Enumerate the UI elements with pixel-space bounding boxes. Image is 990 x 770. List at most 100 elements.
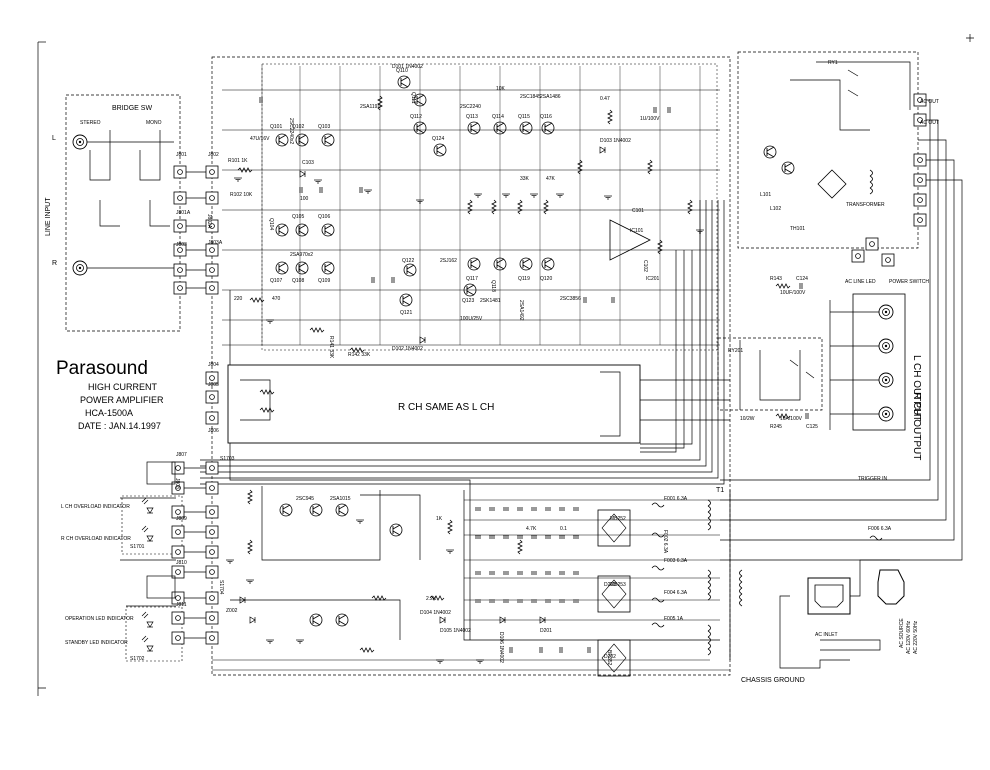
transistor-symbol: [541, 121, 555, 135]
filter-capacitor: [530, 571, 538, 575]
r-ch-same-label: R CH SAME AS L CH: [398, 402, 494, 413]
component-label: MB253: [610, 582, 626, 588]
transistor-symbol: [309, 613, 323, 627]
output-jack: [878, 372, 894, 388]
component-label: RY201: [728, 348, 743, 354]
component-label: D106 1N4002: [498, 632, 504, 663]
component-label: F004 6.3A: [664, 590, 688, 596]
filter-capacitor: [572, 535, 580, 539]
component-label: Q103: [318, 124, 330, 130]
transistor-symbol: [295, 133, 309, 147]
led-symbol: [146, 535, 154, 542]
component-label: Q104: [268, 218, 274, 230]
transistor-symbol: [309, 503, 323, 517]
ground-symbol: [225, 559, 235, 564]
component-label: J804: [208, 362, 219, 368]
connector-terminal: [205, 545, 219, 559]
value-label: 1U/100V: [640, 116, 660, 122]
component-label: F006 6.3A: [868, 526, 892, 532]
filter-capacitor: [544, 599, 552, 603]
component-label: R245: [770, 424, 782, 430]
ac-line-led-label: AC LINE LED: [845, 279, 876, 285]
diode-symbol: [599, 146, 606, 154]
connector-terminal: [913, 153, 927, 167]
filter-capacitor: [502, 507, 510, 511]
resistor-symbol: [259, 389, 275, 395]
connector-terminal: [205, 390, 219, 404]
fuse-symbol: [869, 535, 883, 541]
power-switch-label: POWER SWITCH: [889, 279, 929, 285]
transistor-symbol: [519, 257, 533, 271]
component-label: Q121: [400, 310, 412, 316]
transistor-symbol: [433, 143, 447, 157]
component-label: J803A: [208, 240, 223, 246]
component-label: J811: [176, 602, 187, 608]
resistor-symbol: [247, 489, 253, 505]
fuse-symbol: [651, 502, 665, 508]
r-input-label: R: [52, 260, 57, 267]
filter-capacitor: [502, 535, 510, 539]
transistor-symbol: [467, 121, 481, 135]
transistor-symbol: [321, 223, 335, 237]
connector-terminal: [205, 525, 219, 539]
component-label: R141 33K: [328, 336, 334, 359]
component-label: 2SC3856: [560, 296, 581, 302]
transistor-symbol: [275, 133, 289, 147]
transistor-symbol: [335, 613, 349, 627]
component-label: IC101: [630, 228, 644, 234]
value-label: 33K: [520, 176, 530, 182]
connector-terminal: [173, 263, 187, 277]
output-jack: [878, 338, 894, 354]
component-label: S1701: [130, 544, 145, 550]
component-label: J808: [174, 478, 180, 489]
component-label: S1702: [130, 656, 145, 662]
capacitor-symbol: [559, 646, 563, 654]
ground-symbol: [245, 579, 255, 584]
component-label: Q110: [396, 68, 408, 74]
component-label: J803: [176, 242, 187, 248]
output-jack: [878, 304, 894, 320]
component-label: C101: [632, 208, 644, 214]
capacitor-symbol: [583, 296, 587, 304]
component-label: J801: [176, 152, 187, 158]
model-line-2: POWER AMPLIFIER: [80, 395, 164, 405]
filter-capacitor: [572, 507, 580, 511]
connector-terminal: [205, 565, 219, 579]
ac-inlet-label: AC INLET: [815, 632, 838, 638]
filter-capacitor: [558, 571, 566, 575]
filter-capacitor: [516, 599, 524, 603]
component-label: 2SA970x2: [290, 252, 313, 258]
value-label: 47K: [546, 176, 556, 182]
component-label: Q107: [270, 278, 282, 284]
value-label: 100U/25V: [460, 316, 483, 322]
capacitor-symbol: [391, 276, 395, 284]
component-label: 2SC2240: [460, 104, 481, 110]
component-label: Q118: [490, 280, 496, 292]
bridge-rectifier: [597, 575, 631, 613]
filter-capacitor: [572, 599, 580, 603]
operation-led-label: OPERATION LED INDICATOR: [65, 616, 134, 622]
component-label: F001 6.3A: [664, 496, 688, 502]
capacitor-symbol: [799, 282, 803, 290]
transistor-symbol: [763, 145, 777, 159]
filter-capacitor: [474, 507, 482, 511]
ground-symbol: [295, 639, 305, 644]
component-label: Q102: [292, 124, 304, 130]
transistor-symbol: [399, 293, 413, 307]
led-symbol: [146, 645, 154, 652]
connector-terminal: [913, 173, 927, 187]
component-label: J806: [208, 428, 219, 434]
transistor-symbol: [467, 257, 481, 271]
component-label: C103: [302, 160, 314, 166]
ac-out-label-1: AC OUT: [920, 99, 939, 105]
connector-terminal: [171, 525, 185, 539]
connector-terminal: [913, 213, 927, 227]
resistor-symbol: [687, 199, 693, 215]
ac-source-line-2: AC 220V 50Hz: [913, 620, 919, 654]
connector-terminal: [205, 461, 219, 475]
component-label: J801A: [176, 210, 191, 216]
ground-symbol: [445, 549, 455, 554]
standby-led-label: STANDBY LED INDICATOR: [65, 640, 128, 646]
component-label: Q108: [292, 278, 304, 284]
